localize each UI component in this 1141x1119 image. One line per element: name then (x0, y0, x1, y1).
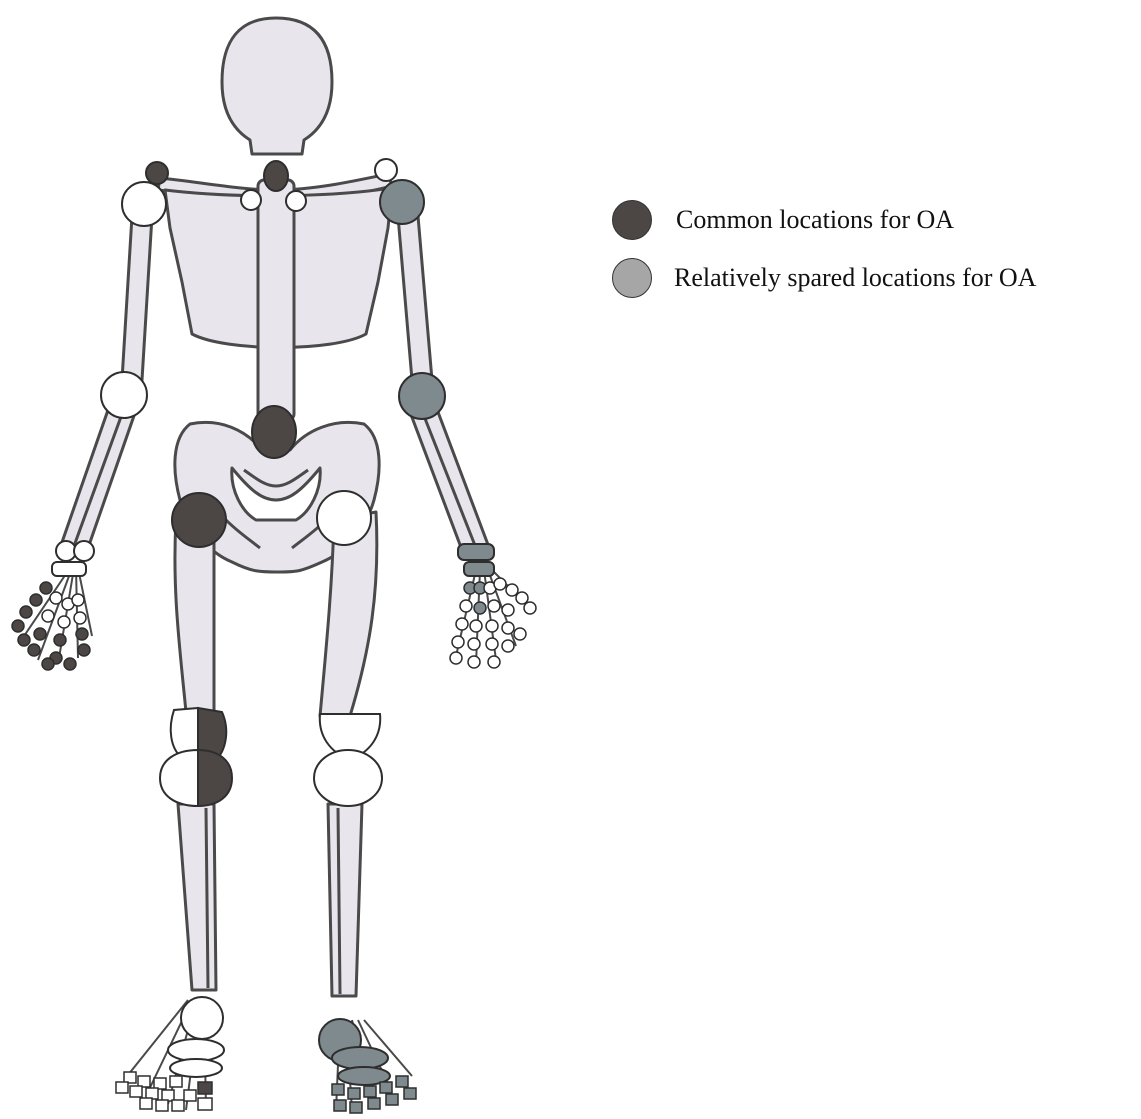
joint-left-wrist-ulnar (74, 541, 94, 561)
joint-left-hip (172, 493, 226, 547)
legend-swatch-common (612, 200, 652, 240)
joint-left-elbow (101, 372, 147, 418)
legend-item-common: Common locations for OA (612, 198, 954, 242)
right-forearm-split (424, 416, 476, 548)
skull (222, 18, 332, 154)
right-humerus (398, 216, 432, 380)
left-femur (175, 520, 214, 712)
joint-right-hip (317, 491, 371, 545)
legend-label-spared: Relatively spared locations for OA (674, 263, 1036, 293)
legend-item-spared: Relatively spared locations for OA (612, 256, 1036, 300)
joint-left-ankle (181, 997, 223, 1039)
joint-right-knee (314, 750, 382, 806)
left-forearm-split (74, 414, 122, 546)
joint-left-tarsal-2 (170, 1059, 222, 1077)
joint-right-tarsal-1 (332, 1047, 388, 1069)
joint-right-sternoclavicular (286, 191, 306, 211)
joint-right-wrist (458, 544, 494, 560)
spine (258, 180, 294, 420)
left-humerus (122, 216, 152, 380)
joint-right-elbow (399, 373, 445, 419)
joint-cervical-spine (264, 161, 288, 191)
right-fibula-split (338, 808, 340, 994)
right-tibia (328, 804, 362, 996)
joint-right-shoulder (380, 180, 424, 224)
left-tibia (178, 804, 216, 990)
legend-swatch-spared (612, 258, 652, 298)
legend-label-common: Common locations for OA (676, 205, 954, 235)
joint-left-shoulder (122, 182, 166, 226)
joint-left-tarsal-1 (168, 1039, 224, 1061)
joint-left-carpus (52, 562, 86, 576)
joint-left-knee-lower-dark (198, 750, 232, 806)
joint-left-knee-lower-white (160, 750, 198, 806)
joint-left-sternoclavicular (241, 190, 261, 210)
right-hand-finger-joints (450, 578, 536, 668)
joint-lumbar-spine (252, 406, 296, 458)
joint-left-acromioclavicular (146, 162, 168, 184)
joint-right-carpus (464, 562, 494, 576)
joint-right-acromioclavicular (375, 159, 397, 181)
left-fibula-split (206, 808, 208, 988)
